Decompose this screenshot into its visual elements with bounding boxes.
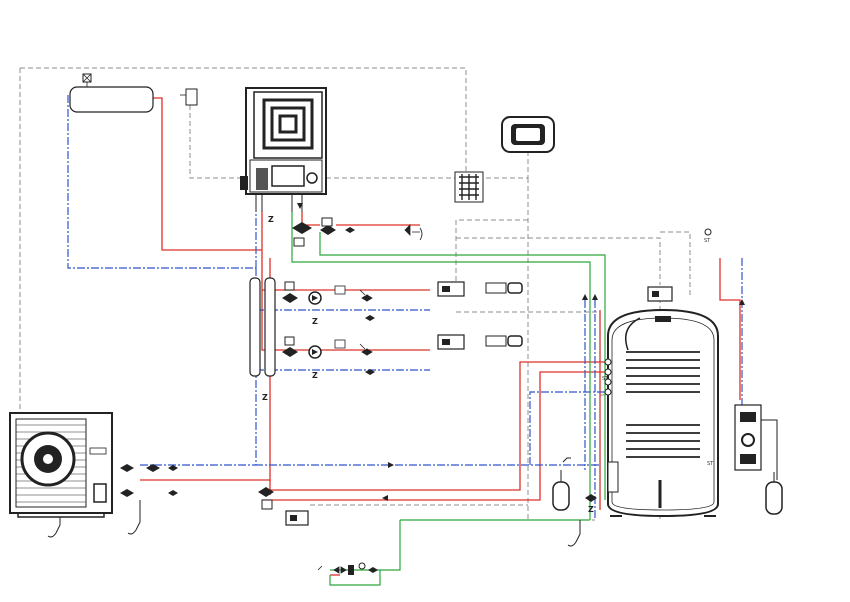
- expansion-tank-top: [69, 73, 154, 113]
- heat-pump-valves: [120, 464, 178, 535]
- sensor-label-1: ST: [704, 238, 711, 244]
- cold-water-inlet-group: [317, 562, 381, 586]
- return-pipes: [67, 95, 743, 520]
- sensor-label-3: ST: [707, 461, 714, 467]
- z-mark-3: Z: [312, 371, 318, 380]
- solar-pump-station: [734, 404, 778, 480]
- wiring-hub: [454, 171, 484, 203]
- tank-control-box: [647, 228, 712, 302]
- pressure-sensor: [180, 88, 198, 106]
- expansion-vessel-1: [552, 470, 570, 511]
- room-controller: [501, 116, 555, 153]
- mixing-circuit-1: [282, 281, 523, 321]
- heat-pump-outdoor-unit: [9, 412, 113, 538]
- sensor-label-2: ST: [602, 376, 609, 382]
- wall-boiler: [240, 87, 327, 212]
- flow-arrows: [297, 203, 745, 501]
- bottom-diverter-valve: [258, 487, 309, 526]
- mixing-circuit-2: [282, 334, 523, 375]
- storage-tank: [604, 308, 719, 518]
- cold-water-pipes: [291, 212, 606, 571]
- boiler-valve-group: [292, 217, 423, 247]
- expansion-vessel-2: [765, 472, 783, 515]
- z-mark-4: Z: [262, 393, 268, 402]
- z-mark-2: Z: [312, 317, 318, 326]
- safety-valve-group: [562, 457, 597, 547]
- z-mark-1: Z: [268, 215, 274, 224]
- plate-heat-exchangers: [249, 277, 276, 377]
- z-mark-5: Z: [588, 505, 594, 514]
